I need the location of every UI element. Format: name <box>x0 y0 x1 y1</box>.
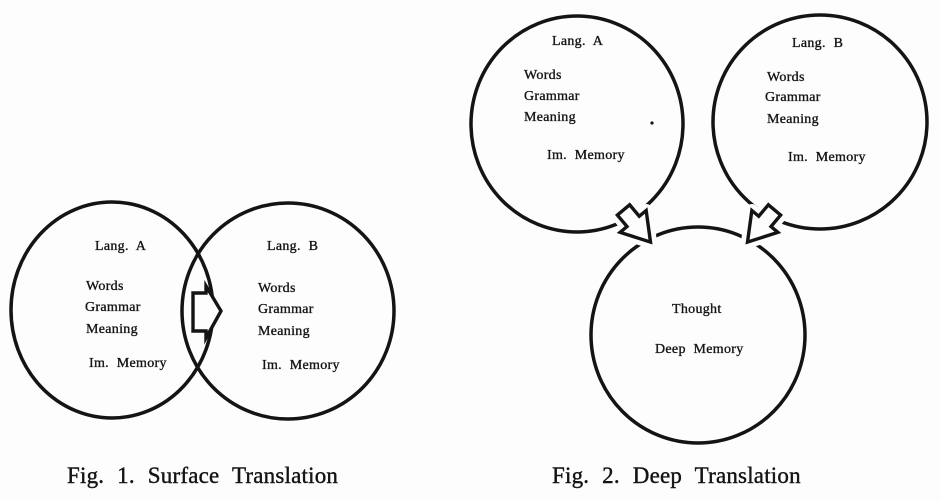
fig2-lang-a-title: Lang. A <box>552 34 604 49</box>
fig2-lang-a-meaning: Meaning <box>524 110 576 125</box>
fig1-caption: Fig. 1. Surface Translation <box>67 463 339 488</box>
fig1-lang-b-meaning: Meaning <box>258 324 310 339</box>
fig2-lang-a-grammar: Grammar <box>524 89 580 104</box>
fig1-lang-a-grammar: Grammar <box>85 300 141 315</box>
fig1-lang-a-im-memory: Im. Memory <box>89 356 167 371</box>
ink-speck <box>650 121 654 125</box>
fig2-circle-lang-a <box>469 14 685 234</box>
surface-translation-arrow-icon <box>191 279 223 345</box>
fig2-lang-b-grammar: Grammar <box>765 90 821 105</box>
fig1-lang-b-title: Lang. B <box>267 239 319 254</box>
fig2-lang-b-words: Words <box>767 70 805 85</box>
fig1-lang-a-meaning: Meaning <box>86 322 138 337</box>
fig2-lang-a-im-memory: Im. Memory <box>547 148 625 163</box>
fig2-circle-thought <box>589 225 807 445</box>
fig2-circle-lang-b <box>711 13 929 231</box>
fig1-circle-lang-b <box>180 201 396 421</box>
deep-translation-arrow-left-icon <box>610 198 657 249</box>
fig1-lang-a-words: Words <box>86 279 124 294</box>
fig2-lang-a-words: Words <box>524 68 562 83</box>
fig2-lang-b-meaning: Meaning <box>767 112 819 127</box>
fig2-thought-title: Thought <box>672 302 722 317</box>
fig1-lang-a-title: Lang. A <box>95 239 147 254</box>
deep-translation-arrow-right-icon <box>741 198 788 249</box>
fig2-lang-b-im-memory: Im. Memory <box>788 150 866 165</box>
fig1-lang-b-grammar: Grammar <box>258 302 314 317</box>
fig1-lang-b-im-memory: Im. Memory <box>262 358 340 373</box>
fig1-lang-b-words: Words <box>258 281 296 296</box>
fig2-deep-memory: Deep Memory <box>655 342 744 357</box>
fig2-caption: Fig. 2. Deep Translation <box>552 463 801 488</box>
fig2-lang-b-title: Lang. B <box>792 36 844 51</box>
